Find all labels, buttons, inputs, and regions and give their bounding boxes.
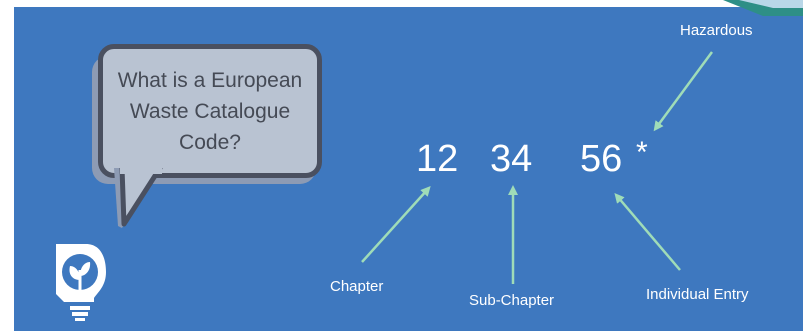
label-individual-entry: Individual Entry [646, 286, 749, 303]
bubble-line-1: What is a European [117, 68, 303, 92]
bubble-line-3: Code? [179, 130, 241, 154]
arrow-hazardous [653, 51, 714, 132]
code-subchapter-digits: 34 [490, 138, 533, 180]
bubble-line-2: Waste Catalogue [129, 99, 291, 123]
label-sub-chapter: Sub-Chapter [469, 292, 555, 309]
corner-accent [723, 0, 803, 16]
code-entry-digits: 56 [580, 138, 623, 180]
label-chapter: Chapter [330, 278, 384, 295]
lightbulb-with-leaves-icon [56, 244, 106, 321]
bubble-question: What is a European Waste Catalogue Code? [115, 65, 305, 158]
speech-bubble: What is a European Waste Catalogue Code? [98, 44, 322, 178]
speech-bubble-tail [114, 168, 163, 228]
code-chapter-digits: 12 [416, 138, 459, 180]
arrow-individual-entry [614, 192, 681, 271]
label-hazardous: Hazardous [680, 22, 753, 39]
hazardous-asterisk: * [636, 136, 648, 169]
arrow-chapter [361, 186, 431, 263]
